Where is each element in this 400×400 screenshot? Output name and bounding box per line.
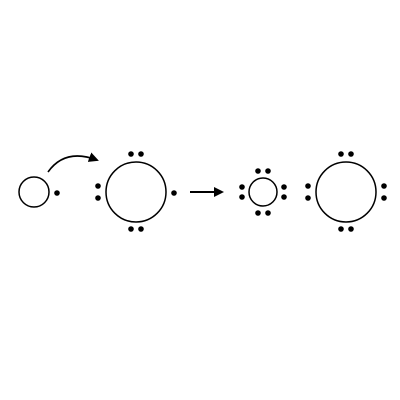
- valence-electron: [338, 151, 344, 157]
- valence-electron: [305, 195, 311, 201]
- valence-electron: [381, 183, 387, 189]
- small-atom-before: [18, 176, 60, 208]
- small-atom-circle: [18, 176, 50, 208]
- valence-electron: [305, 183, 311, 189]
- valence-electron: [281, 184, 287, 190]
- valence-electron: [128, 151, 134, 157]
- valence-electron: [265, 210, 271, 216]
- valence-electron: [239, 194, 245, 200]
- valence-electron: [138, 151, 144, 157]
- valence-electron: [265, 168, 271, 174]
- valence-electron: [95, 183, 101, 189]
- small-ion-circle: [248, 177, 278, 207]
- valence-electron: [138, 226, 144, 232]
- large-atom-circle: [105, 161, 167, 223]
- valence-electron: [54, 190, 60, 196]
- valence-electron: [128, 226, 134, 232]
- small-ion-after: [239, 168, 287, 216]
- large-ion-circle: [315, 161, 377, 223]
- valence-electron: [255, 210, 261, 216]
- valence-electron: [338, 226, 344, 232]
- valence-electron: [171, 190, 177, 196]
- curved-arrow-icon: [47, 152, 99, 173]
- valence-electron: [348, 226, 354, 232]
- large-atom-before: [95, 151, 177, 232]
- valence-electron: [381, 195, 387, 201]
- valence-electron: [281, 194, 287, 200]
- valence-electron: [239, 184, 245, 190]
- valence-electron: [255, 168, 261, 174]
- large-ion-after: [305, 151, 387, 232]
- valence-electron: [348, 151, 354, 157]
- valence-electron: [95, 195, 101, 201]
